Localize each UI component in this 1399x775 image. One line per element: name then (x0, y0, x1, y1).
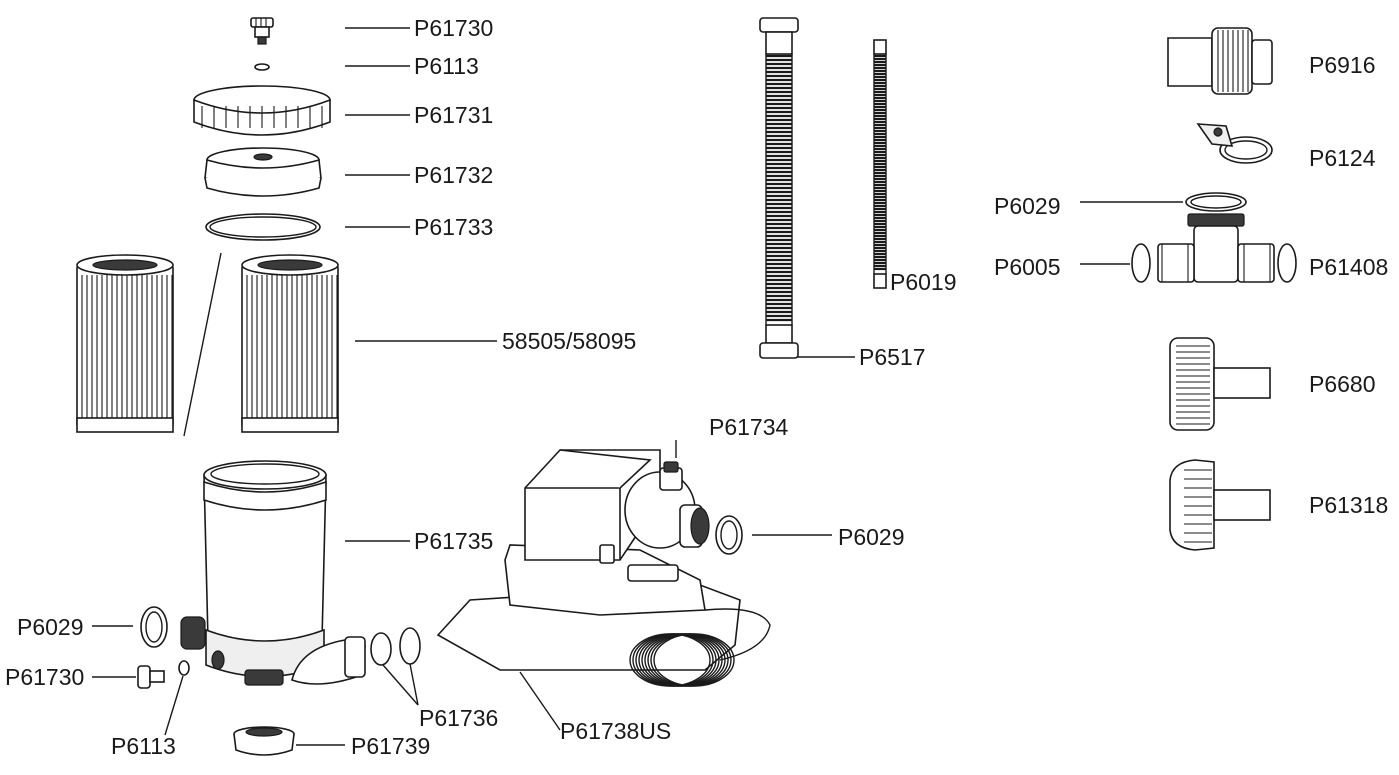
label-cartridge: 58505/58095 (502, 328, 637, 354)
label-hose-clamp: P6124 (1309, 145, 1376, 171)
drain-cap-part (233, 726, 295, 756)
strainer-outlet-part (1169, 337, 1271, 431)
cartridge-left-part (76, 254, 174, 433)
adapter-part (1167, 27, 1273, 95)
label-drain-plug: P61730 (5, 664, 85, 690)
large-hose-part (759, 17, 799, 359)
strainer-inlet-part (1169, 459, 1271, 551)
lock-ring-part (193, 85, 331, 136)
label-lid: P61732 (414, 162, 494, 188)
label-elbow-orings: P61736 (419, 705, 499, 731)
label-pump-oring: P6029 (838, 524, 905, 550)
valve-side-oring-left-part (1131, 243, 1151, 283)
label-drain-cap: P61739 (351, 733, 431, 759)
label-valve-oring-top: P6029 (994, 193, 1061, 219)
elbow-oring-2-part (399, 627, 421, 665)
drain-oring-part (178, 660, 190, 676)
label-oring-small-top: P6113 (414, 53, 479, 79)
label-hose-large: P6517 (859, 344, 926, 370)
hose-clamp-part (1196, 123, 1273, 164)
elbow-oring-1-part (370, 632, 392, 666)
lid-oring-part (205, 213, 321, 241)
valve-side-oring-right-part (1277, 243, 1297, 283)
label-housing-oring-left: P6029 (17, 614, 84, 640)
label-cap-screw-top: P61730 (414, 15, 494, 41)
lid-part (204, 147, 322, 197)
label-pump-motor: P61738US (560, 718, 672, 744)
label-valve-side-oring: P6005 (994, 254, 1061, 280)
housing-oring-left-part (140, 606, 168, 648)
label-hose-small: P6019 (890, 269, 957, 295)
label-plunger-valve: P61408 (1309, 254, 1389, 280)
drain-plug-part (137, 665, 165, 689)
label-air-release: P61734 (709, 414, 789, 440)
label-adapter: P6916 (1309, 52, 1376, 78)
label-lock-ring: P61731 (414, 102, 494, 128)
small-oring-top-part (254, 63, 270, 71)
label-lid-oring: P61733 (414, 214, 494, 240)
top-cap-screw-part (250, 17, 274, 45)
label-drain-oring: P6113 (111, 733, 176, 759)
label-strainer-inlet: P61318 (1309, 492, 1389, 518)
filter-housing-part (180, 460, 327, 686)
label-housing: P61735 (414, 528, 494, 554)
elbow-part (291, 636, 366, 685)
cartridge-right-part (241, 254, 339, 433)
pump-motor-part (436, 449, 771, 687)
label-strainer-outlet: P6680 (1309, 371, 1376, 397)
small-hose-part (873, 39, 887, 289)
plunger-valve-part (1157, 213, 1275, 283)
